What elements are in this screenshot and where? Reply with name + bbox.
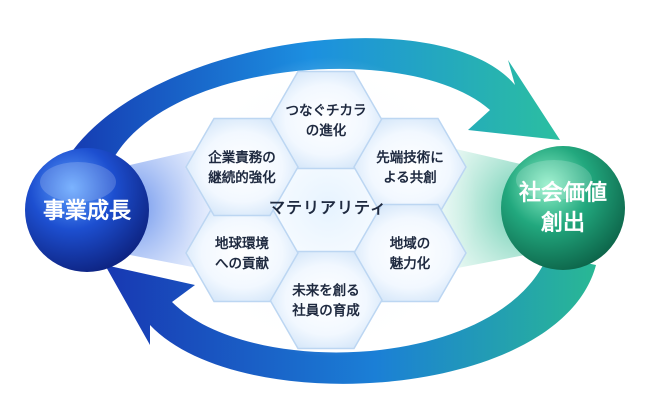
business-growth-circle (25, 148, 149, 272)
hexagon-label-line: 継続的強化 (208, 169, 276, 186)
hexagon-shape (185, 117, 299, 217)
hexagon-label-line: 未来を創る (292, 282, 360, 299)
hexagon-label-line: への貢献 (215, 255, 269, 272)
hexagon-label-line: 魅力化 (390, 255, 431, 272)
hexagon-label-line: つなぐチカラ (286, 103, 367, 119)
materiality-hexagons: つなぐチカラの進化先端技術による共創地域の魅力化未来を創る社員の育成地球環境への… (185, 70, 467, 350)
hexagon-label-line: 先端技術に (376, 149, 444, 166)
hexagon-label-line: 社員の育成 (291, 302, 360, 319)
social-value-circle (501, 146, 625, 270)
hexagon-label-line: よる共創 (383, 169, 437, 186)
social-value-label-line1: 社会価値 (519, 180, 607, 206)
social-value-label-line2: 創出 (541, 211, 585, 236)
hexagon-label-line: 企業責務の (207, 149, 276, 166)
social-value-highlight (516, 160, 592, 200)
bottom-cycle-arrow (105, 255, 596, 384)
hexagon-label-line: 地球環境 (215, 235, 269, 252)
business-growth-highlight (40, 162, 116, 202)
hexagon-label-line: 地域の (390, 235, 431, 252)
materiality-label: マテリアリティ (269, 198, 387, 217)
business-growth-label: 事業成長 (43, 198, 132, 224)
hexagon-label-line: の進化 (306, 122, 347, 139)
top-cycle-arrow (58, 38, 560, 175)
